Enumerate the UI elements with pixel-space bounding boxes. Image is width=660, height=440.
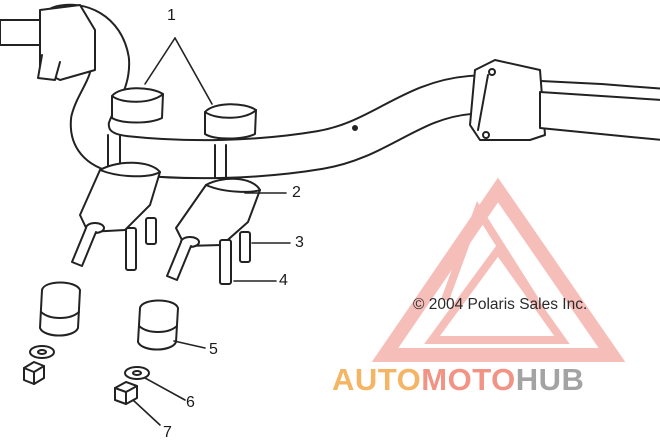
watermark-hub: HUB — [515, 362, 585, 397]
handlebar — [0, 3, 660, 180]
callout-4: 4 — [279, 272, 288, 289]
copyright-notice: © 2004 Polaris Sales Inc. — [413, 296, 588, 313]
callout-7: 7 — [163, 424, 172, 440]
callout-2: 2 — [292, 184, 301, 201]
bushing-right — [137, 299, 179, 351]
bolt-set-3 — [125, 217, 251, 271]
callout-5: 5 — [209, 341, 218, 358]
watermark-logo — [371, 177, 626, 362]
leader-lines — [132, 37, 291, 426]
riser-clamp-left — [71, 161, 161, 267]
nut-left — [23, 361, 45, 385]
watermark-auto: AUTO — [332, 362, 422, 397]
washer-left — [29, 345, 55, 359]
callout-1: 1 — [167, 7, 176, 24]
upper-clamp-right — [204, 103, 257, 140]
bolt-set-4 — [219, 239, 232, 285]
callout-3: 3 — [295, 234, 304, 251]
watermark-moto: MOTO — [421, 362, 516, 397]
bushing-left — [39, 281, 81, 337]
riser-clamp-right — [166, 177, 261, 281]
nut-right — [114, 381, 138, 405]
washer-right — [124, 366, 150, 380]
callout-6: 6 — [186, 394, 195, 411]
upper-clamp-left — [111, 87, 164, 124]
watermark-text: AUTOMOTOHUB — [332, 362, 584, 398]
